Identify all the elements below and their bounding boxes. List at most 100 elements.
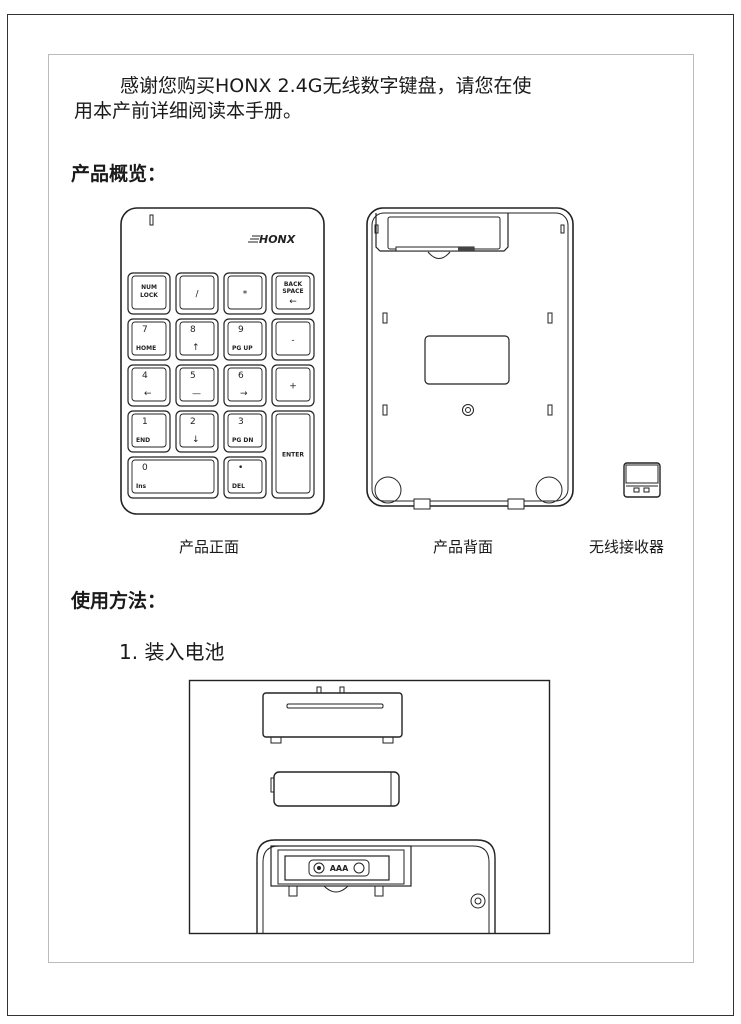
keypad-key: ENTER <box>271 410 315 499</box>
key-outer <box>271 364 315 407</box>
battery-install-illustration: AAA <box>188 679 551 935</box>
key-label-bottom: ↓ <box>192 435 200 445</box>
keypad-key: 4← <box>127 364 171 407</box>
caption-back: 产品背面 <box>433 538 494 556</box>
key-outer <box>223 272 267 315</box>
key-cap <box>179 413 215 448</box>
key-label-bottom: Ins <box>136 483 147 490</box>
key-outer <box>127 410 171 453</box>
keypad-key: 6→ <box>223 364 267 407</box>
key-cap <box>275 275 311 310</box>
key-label-top: NUM <box>141 284 157 291</box>
keypad-battery-slot: AAA <box>256 839 496 933</box>
key-cap <box>131 459 215 494</box>
key-label-bottom: → <box>240 389 248 399</box>
keypad-key: 8↑ <box>175 318 219 361</box>
key-outer <box>223 456 267 499</box>
key-outer <box>127 456 219 499</box>
key-label-top: 6 <box>238 371 244 381</box>
page-outer-border <box>7 14 734 1016</box>
key-cap <box>179 367 215 402</box>
key-label-bottom: HOME <box>136 345 156 352</box>
caption-front: 产品正面 <box>179 538 240 556</box>
key-label-bottom: DEL <box>232 483 245 490</box>
key-cap <box>275 413 311 494</box>
keypad-key: 3 PG DN <box>223 410 267 453</box>
key-outer <box>223 318 267 361</box>
key-label: + <box>289 382 297 392</box>
key-label-top: 7 <box>142 325 148 335</box>
key-cap <box>275 367 311 402</box>
key-label-top: 2 <box>190 417 196 427</box>
key-label-bottom: END <box>136 437 150 444</box>
key-label-top: 0 <box>142 463 148 473</box>
key-label-arrow: ← <box>289 297 297 307</box>
keypad-key: • DEL <box>223 456 267 499</box>
keypad-key: / <box>175 272 219 315</box>
key-cap <box>275 321 311 356</box>
key-outer <box>175 410 219 453</box>
key-outer <box>127 364 171 407</box>
key-label-top: • <box>238 463 243 473</box>
key-cap <box>227 275 263 310</box>
key-label-bottom: PG UP <box>232 345 253 352</box>
key-outer <box>223 410 267 453</box>
key-label-bottom: — <box>192 389 201 399</box>
key-label: ENTER <box>282 452 304 459</box>
key-label-top: 3 <box>238 417 244 427</box>
intro-line-2: 用本产前详细阅读本手册。 <box>74 100 303 122</box>
key-outer <box>127 272 171 315</box>
key-cap <box>179 275 215 310</box>
key-label-top: 5 <box>190 371 196 381</box>
intro-line-1: 感谢您购买HONX 2.4G无线数字键盘，请您在使 <box>120 75 532 97</box>
key-label-top: 8 <box>190 325 196 335</box>
aaa-battery <box>270 771 400 807</box>
key-label-top: 1 <box>142 417 148 427</box>
key-label-bottom: PG DN <box>232 437 253 444</box>
key-cap <box>227 367 263 402</box>
key-outer <box>271 410 315 499</box>
key-cap <box>179 321 215 356</box>
keypad-key: 2↓ <box>175 410 219 453</box>
key-cap <box>131 367 167 402</box>
key-cap <box>227 413 263 448</box>
key-label: - <box>291 336 294 346</box>
key-label-bottom: ↑ <box>192 343 200 353</box>
key-label-top: 9 <box>238 325 244 335</box>
keypad-key: 9 PG UP <box>223 318 267 361</box>
battery-cover <box>262 686 403 744</box>
step-install-battery: 1. 装入电池 <box>119 640 225 664</box>
key-cap <box>131 321 167 356</box>
key-label-bottom: ← <box>144 389 152 399</box>
battery-aaa-label: AAA <box>330 864 349 873</box>
overview-heading: 产品概览： <box>71 163 167 185</box>
page-inner-border <box>48 54 694 963</box>
key-outer <box>175 364 219 407</box>
key-outer <box>271 318 315 361</box>
key-cap <box>227 321 263 356</box>
key-cap <box>227 459 263 494</box>
key-label: / <box>195 290 199 300</box>
key-outer <box>175 318 219 361</box>
keypad-key: 5— <box>175 364 219 407</box>
key-outer <box>271 272 315 315</box>
key-label-top: BACK <box>284 281 303 288</box>
usage-heading: 使用方法： <box>71 590 167 612</box>
key-outer <box>223 364 267 407</box>
brand-logo-text: HONX <box>259 233 296 246</box>
key-label-mid: SPACE <box>282 288 303 295</box>
key-outer <box>175 272 219 315</box>
intro-paragraph: 感谢您购买HONX 2.4G无线数字键盘，请您在使 用本产前详细阅读本手册。 <box>74 74 654 124</box>
caption-receiver: 无线接收器 <box>589 538 665 556</box>
usb-receiver-illustration <box>623 462 661 498</box>
key-label: * <box>243 290 248 300</box>
key-outer <box>127 318 171 361</box>
key-cap <box>131 275 167 310</box>
